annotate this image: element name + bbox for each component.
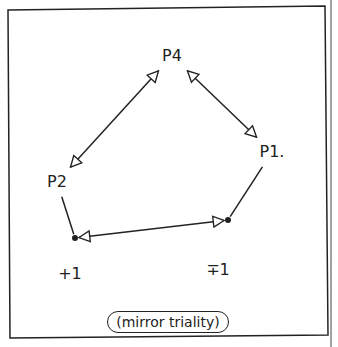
node-label: P1. [260, 142, 285, 161]
caption: (mirror triality) [107, 311, 228, 333]
point-dot [72, 235, 78, 241]
node-label: ∓1 [206, 260, 230, 279]
label-node: P2 [43, 171, 71, 193]
connector [187, 71, 256, 137]
label-node: P1. [256, 141, 289, 163]
label-node: P4 [158, 45, 186, 67]
node-label: P2 [47, 172, 67, 191]
connector [230, 167, 262, 217]
connector [62, 197, 74, 234]
node-label: P4 [162, 46, 182, 65]
page-edge [331, 0, 332, 347]
label-node: +1 [54, 263, 86, 285]
frame-border [8, 6, 328, 338]
point-dot [225, 217, 231, 223]
connector [70, 71, 158, 167]
label-node: ∓1 [202, 259, 234, 281]
connector [79, 220, 224, 237]
node-label: +1 [58, 264, 82, 283]
